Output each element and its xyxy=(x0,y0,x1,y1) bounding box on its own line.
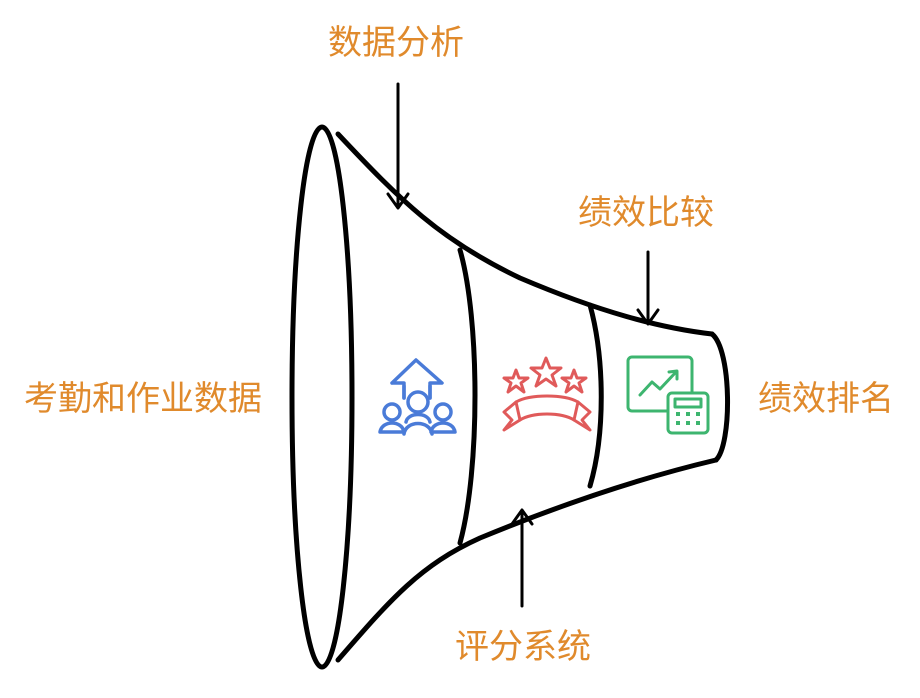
label-output: 绩效排名 xyxy=(758,379,894,419)
chart-calculator-icon xyxy=(626,355,710,435)
label-data-analysis: 数据分析 xyxy=(328,23,464,63)
arrow-scoring-system xyxy=(510,508,534,608)
funnel-top-edge xyxy=(335,131,715,337)
label-scoring-system: 评分系统 xyxy=(455,627,591,667)
funnel-mouth xyxy=(289,124,355,670)
label-input: 考勤和作业数据 xyxy=(24,379,262,419)
stage-divider-1 xyxy=(457,247,478,546)
people-growth-icon xyxy=(378,358,457,436)
arrow-data-analysis xyxy=(386,82,410,210)
stage-divider-2 xyxy=(587,302,604,489)
label-performance-comparison: 绩效比较 xyxy=(578,193,714,233)
funnel-spout-end xyxy=(709,331,730,463)
arrow-performance-comparison xyxy=(636,250,660,326)
funnel-bottom-edge xyxy=(335,457,719,663)
stars-ribbon-icon xyxy=(502,356,592,432)
